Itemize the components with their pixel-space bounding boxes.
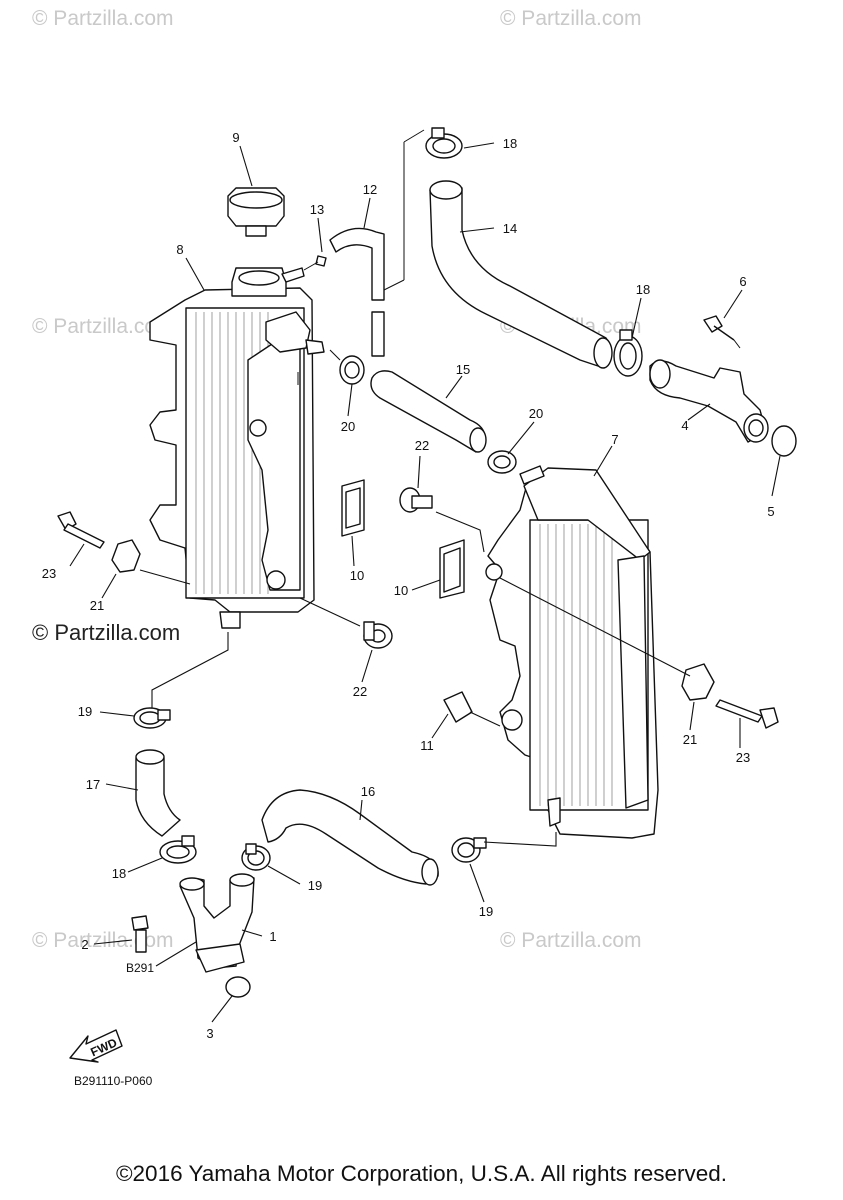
callout-1: 1 xyxy=(269,929,276,944)
callout-23-left: 23 xyxy=(42,566,56,581)
bolt-23-left xyxy=(57,511,105,549)
right-radiator xyxy=(485,465,659,839)
callout-12: 12 xyxy=(363,182,377,197)
damper-21-right xyxy=(681,663,715,701)
callout-6: 6 xyxy=(739,274,746,289)
copyright-notice: ©2016 Yamaha Motor Corporation, U.S.A. A… xyxy=(115,1161,728,1186)
callout-15: 15 xyxy=(456,362,470,377)
callout-14: 14 xyxy=(503,221,517,236)
callout-21-right: 21 xyxy=(683,732,697,747)
o-ring-5 xyxy=(771,425,797,457)
hose-clamp-18-top xyxy=(425,127,463,159)
callout-3: 3 xyxy=(206,1026,213,1041)
callout-7: 7 xyxy=(611,432,618,447)
watermark-1: © Partzilla.com xyxy=(32,7,174,30)
callout-9: 9 xyxy=(232,130,239,145)
breather-hose-12 xyxy=(329,129,425,357)
bolt-6 xyxy=(703,315,741,349)
hose-clamp-19-left xyxy=(133,707,171,729)
left-radiator xyxy=(149,267,325,629)
bolt-code: B291 xyxy=(126,961,154,975)
watermark-6: © Partzilla.com xyxy=(32,929,174,952)
callout-20-left: 20 xyxy=(341,419,355,434)
hose-clamp-19-middle xyxy=(241,843,271,871)
callout-22-upper: 22 xyxy=(415,438,429,453)
callout-5: 5 xyxy=(767,504,774,519)
leader-lines xyxy=(69,142,781,1023)
diagram-code: B291110-P060 xyxy=(74,1074,153,1088)
callout-8: 8 xyxy=(176,242,183,257)
callout-2: 2 xyxy=(81,937,88,952)
callout-19-left: 19 xyxy=(78,704,92,719)
callout-18-top: 18 xyxy=(503,136,517,151)
bolt-23-right xyxy=(715,699,779,729)
callout-10-right: 10 xyxy=(394,583,408,598)
guide-10-left xyxy=(341,479,365,537)
callout-23-right: 23 xyxy=(736,750,750,765)
callout-16: 16 xyxy=(361,784,375,799)
radiator-parts-diagram: © Partzilla.com © Partzilla.com © Partzi… xyxy=(32,7,797,1088)
callout-19-middle: 19 xyxy=(308,878,322,893)
hose-clamp-20-left xyxy=(339,355,365,385)
collar-22-upper xyxy=(399,487,433,513)
upper-hose-14 xyxy=(429,180,613,369)
o-ring-3 xyxy=(225,976,251,998)
callout-10-left: 10 xyxy=(350,568,364,583)
hose-clamp-19-right xyxy=(451,837,487,863)
bolt-2 xyxy=(131,915,149,953)
watermark-main: © Partzilla.com xyxy=(32,620,180,645)
callouts: 9 8 13 12 18 14 18 6 4 5 15 20 20 22 7 1… xyxy=(42,130,775,1041)
coolant-joint-1 xyxy=(179,873,255,973)
hose-clamp-18-lower xyxy=(159,835,197,864)
hose-16 xyxy=(261,789,439,886)
hose-clamp-18-right xyxy=(613,329,643,377)
damper-21-left xyxy=(111,539,141,573)
hose-15 xyxy=(370,370,487,453)
hose-17 xyxy=(135,749,181,837)
bolt-13 xyxy=(303,255,327,271)
guide-10-right xyxy=(439,539,465,599)
fwd-label: FWD xyxy=(88,1035,119,1059)
callout-17: 17 xyxy=(86,777,100,792)
callout-13: 13 xyxy=(310,202,324,217)
callout-21-left: 21 xyxy=(90,598,104,613)
callout-11: 11 xyxy=(420,738,434,753)
callout-18-right: 18 xyxy=(636,282,650,297)
callout-20-right: 20 xyxy=(529,406,543,421)
watermark-3: © Partzilla.com xyxy=(32,315,174,338)
hose-clamp-20-right xyxy=(487,450,517,474)
callout-4: 4 xyxy=(681,418,688,433)
watermark-2: © Partzilla.com xyxy=(500,7,642,30)
callout-19-right: 19 xyxy=(479,904,493,919)
callout-18-lower: 18 xyxy=(112,866,126,881)
collar-22-lower xyxy=(363,621,393,649)
fwd-arrow-icon: FWD xyxy=(69,1029,123,1063)
grommet-11 xyxy=(443,691,473,723)
water-pipe-4 xyxy=(649,359,769,443)
radiator-cap xyxy=(227,187,285,237)
watermark-7: © Partzilla.com xyxy=(500,929,642,952)
callout-22-lower: 22 xyxy=(353,684,367,699)
